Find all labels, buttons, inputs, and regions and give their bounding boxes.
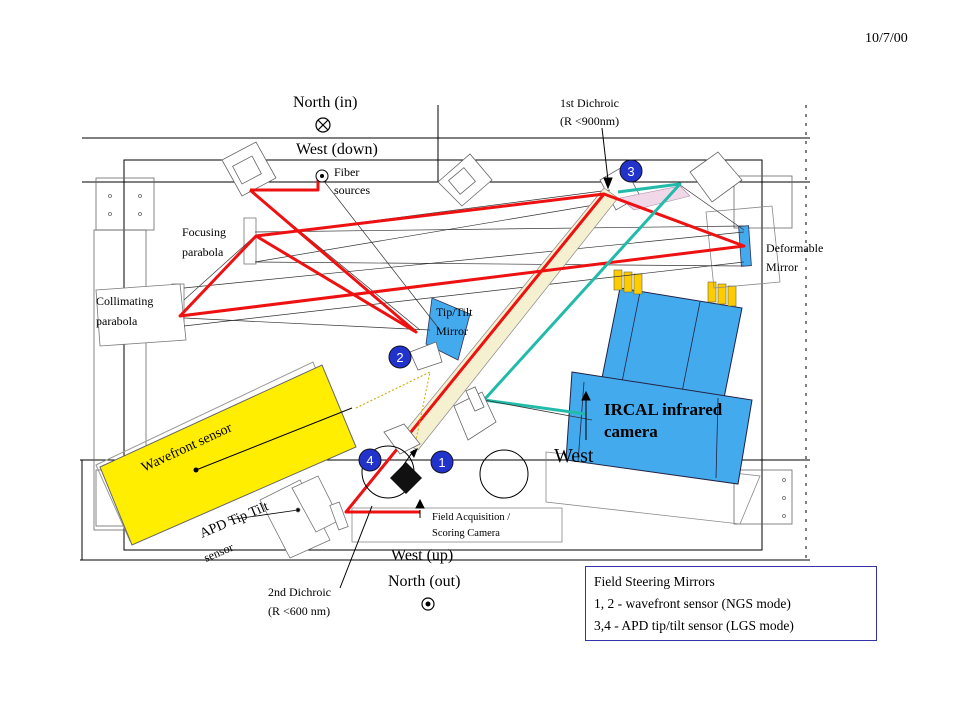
focusing-label: Focusing xyxy=(182,225,226,239)
marker-2-label: 2 xyxy=(396,350,403,365)
wavefront-sensor xyxy=(95,361,357,546)
field-acq-camera xyxy=(351,507,563,543)
deformable-mirror-label: Mirror xyxy=(766,260,798,274)
west-up-label: West (up) xyxy=(391,547,453,564)
apd-sensor xyxy=(227,475,349,559)
ircal-camera xyxy=(545,269,761,525)
north-out-icon xyxy=(421,597,435,611)
legend-title: Field Steering Mirrors xyxy=(594,574,715,589)
fiber-sources-label: sources xyxy=(334,183,370,197)
field-acq-label: Field Acquisition / xyxy=(432,512,510,523)
west-down-label: West (down) xyxy=(296,141,378,158)
red-beam xyxy=(178,180,746,514)
north-in-icon xyxy=(315,117,331,133)
teal-beam xyxy=(482,182,682,416)
legend-line-1: 1, 2 - wavefront sensor (NGS mode) xyxy=(594,596,791,611)
dichroic2-label: 2nd Dichroic xyxy=(268,585,331,599)
ircal-input xyxy=(483,399,593,421)
wavefront-path xyxy=(355,371,431,441)
dichroic2-range-label: (R <600 nm) xyxy=(268,604,330,618)
fiber-label: Fiber xyxy=(334,165,359,179)
mirror-marker-2: 2 xyxy=(388,345,412,369)
apd-sensor-label: sensor xyxy=(202,540,236,565)
parabola-mounts xyxy=(95,217,257,347)
optical-bench xyxy=(123,159,763,551)
legend-box: Field Steering Mirrors 1, 2 - wavefront … xyxy=(585,566,877,641)
aux-aperture xyxy=(479,449,529,499)
mirror-marker-3: 3 xyxy=(619,159,643,183)
mirror-marker-4: 4 xyxy=(358,448,382,472)
marker-3-label: 3 xyxy=(627,164,634,179)
callout-lines xyxy=(339,127,613,589)
dichroic1-label: 1st Dichroic xyxy=(560,96,619,110)
date-stamp: 10/7/00 xyxy=(865,31,908,46)
focusing-parabola-label: parabola xyxy=(182,245,224,259)
north-out-label: North (out) xyxy=(388,573,460,590)
north-in-label: North (in) xyxy=(293,94,357,111)
collimating-label: Collimating xyxy=(96,294,153,308)
ircal-camera-label: camera xyxy=(604,422,658,441)
steering-mirrors xyxy=(383,341,497,455)
field-acq-camera-label: Scoring Camera xyxy=(432,528,500,539)
dichroic1-range-label: (R <900nm) xyxy=(560,114,619,128)
marker-1-label: 1 xyxy=(438,455,445,470)
second-dichroic xyxy=(361,445,422,499)
fiber-source-icon xyxy=(315,169,329,183)
ircal-label: IRCAL infrared xyxy=(604,400,723,419)
marker-4-label: 4 xyxy=(366,453,373,468)
tiptilt-label: Tip/Tilt xyxy=(436,305,473,319)
west-label: West xyxy=(554,445,594,467)
collimating-parabola-label: parabola xyxy=(96,314,138,328)
tiptilt-mirror-label: Mirror xyxy=(436,324,468,338)
mirror-marker-1: 1 xyxy=(430,450,454,474)
deformable-label: Deformable xyxy=(766,241,823,255)
legend-line-2: 3,4 - APD tip/tilt sensor (LGS mode) xyxy=(594,618,794,633)
